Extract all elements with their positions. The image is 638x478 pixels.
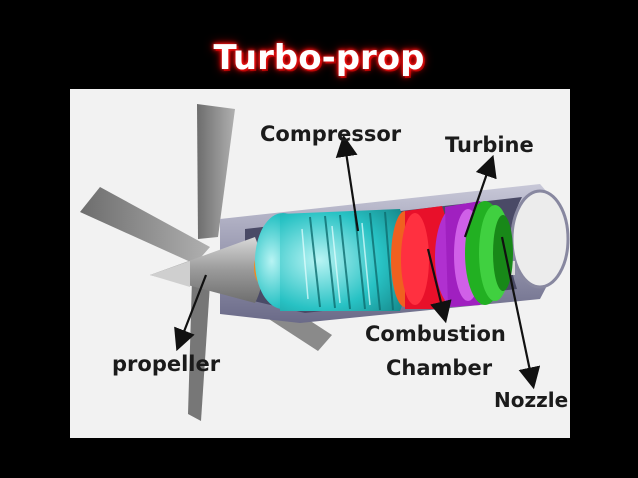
label-turbine: Turbine [445, 133, 534, 157]
turbine-section [435, 201, 513, 307]
nozzle-arrow [500, 236, 541, 390]
turboprop-diagram: Compressor Turbine Combustion Chamber pr… [70, 89, 570, 438]
combustion-chamber-face [401, 213, 429, 305]
label-combustion-line1: Combustion [365, 322, 506, 346]
spinner-cone [150, 237, 263, 303]
combustion-arrow [426, 248, 452, 324]
nozzle-opening [510, 189, 570, 289]
compressor-arrow [335, 134, 360, 232]
propeller-arrow [174, 274, 208, 352]
propeller-blade-bottom [188, 279, 210, 421]
page-title: Turbo-prop [213, 38, 425, 78]
propeller-blade-left [80, 187, 210, 264]
label-compressor: Compressor [260, 122, 402, 146]
spinner-tip [150, 261, 190, 287]
turbine-arrow [463, 154, 497, 238]
label-combustion-line2: Chamber [386, 356, 493, 380]
propeller-blade-top [197, 104, 235, 239]
compressor-section [255, 209, 410, 311]
label-nozzle: Nozzle [494, 388, 568, 412]
label-propeller: propeller [112, 352, 221, 376]
